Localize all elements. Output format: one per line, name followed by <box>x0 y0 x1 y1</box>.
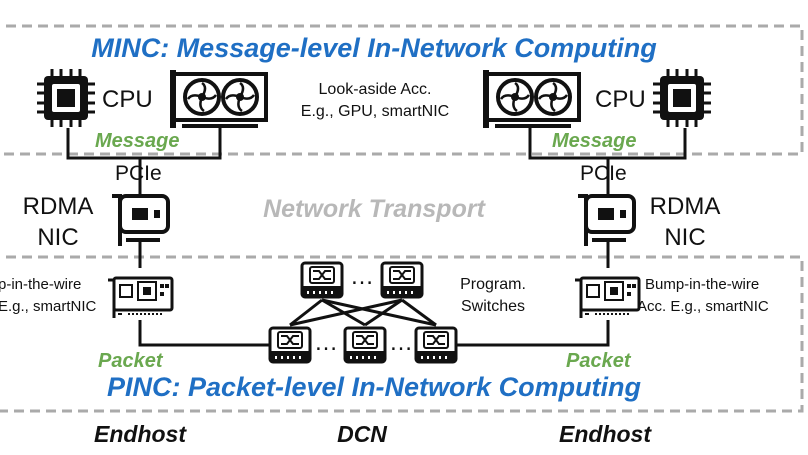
rdma-label-right: RDMA <box>650 193 721 220</box>
lookaside-label-1: Look-aside Acc. <box>319 81 432 98</box>
switch-icon <box>268 326 312 364</box>
lookaside-label-2: E.g., GPU, smartNIC <box>301 103 449 120</box>
switch-icon <box>300 261 344 299</box>
accelerator-card-icon <box>573 276 641 320</box>
packet-label-left: Packet <box>98 350 164 372</box>
switch-icon <box>414 326 458 364</box>
pcie-label-right: PCIe <box>580 162 627 185</box>
cpu-label-right: CPU <box>595 86 646 113</box>
network-transport-label: Network Transport <box>263 195 486 223</box>
switch-icon <box>343 326 387 364</box>
rdma-label-left: RDMA <box>23 193 94 220</box>
bump-label-right-2: Acc. E.g., smartNIC <box>637 298 769 315</box>
pinc-title: PINC: Packet-level In-Network Computing <box>107 372 642 402</box>
switch-icon <box>380 261 424 299</box>
pcie-label-left: PCIe <box>115 162 162 185</box>
nic-label-right: NIC <box>664 224 705 251</box>
nic-card-icon <box>576 194 636 248</box>
bump-label-left-2: E.g., smartNIC <box>0 298 97 315</box>
switch-ellipsis-top: … <box>350 263 374 290</box>
message-label-right: Message <box>552 130 637 152</box>
bump-label-right-1: Bump-in-the-wire <box>645 276 759 293</box>
footer-endhost-left: Endhost <box>94 421 187 447</box>
gpu-card-icon <box>481 68 581 130</box>
minc-region <box>0 24 804 156</box>
packet-label-right: Packet <box>566 350 632 372</box>
switch-ellipsis-bottom-1: … <box>314 329 338 356</box>
bump-label-left-1: p-in-the-wire <box>0 276 81 293</box>
accelerator-card-icon <box>106 276 174 320</box>
switches-label-1: Program. <box>460 276 526 293</box>
nic-label-left: NIC <box>37 224 78 251</box>
pinc-region <box>0 255 804 413</box>
message-label-left: Message <box>95 130 180 152</box>
minc-title: MINC: Message-level In-Network Computing <box>91 33 657 63</box>
switch-ellipsis-bottom-2: … <box>389 329 413 356</box>
footer-endhost-right: Endhost <box>559 421 652 447</box>
footer-dcn: DCN <box>337 421 387 447</box>
gpu-card-icon <box>168 68 268 130</box>
cpu-chip-icon <box>35 67 97 129</box>
links <box>66 128 687 347</box>
nic-card-icon <box>110 194 170 248</box>
cpu-chip-icon <box>651 67 713 129</box>
switches-label-2: Switches <box>461 298 525 315</box>
cpu-label-left: CPU <box>102 86 153 113</box>
